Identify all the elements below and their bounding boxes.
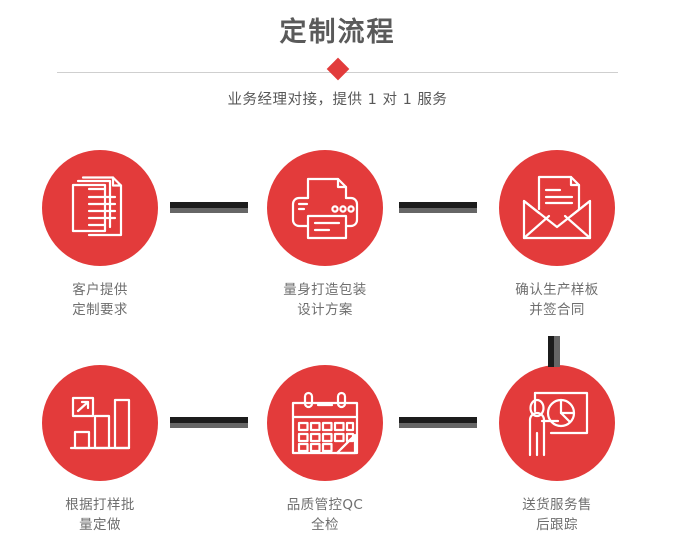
flow-step-5[interactable]: 品质管控QC 全检 bbox=[235, 365, 415, 535]
flow-step-4[interactable]: 根据打样批 量定做 bbox=[10, 365, 190, 535]
step-6-circle[interactable] bbox=[499, 365, 615, 481]
connector-bar-gray bbox=[170, 208, 248, 213]
connector-bar-gray bbox=[399, 423, 477, 428]
process-flow-diagram: 客户提供 定制要求 量身 bbox=[0, 130, 675, 550]
step-2-label: 量身打造包装 设计方案 bbox=[283, 282, 367, 318]
header-section: 定制流程 业务经理对接，提供 1 对 1 服务 bbox=[0, 0, 675, 130]
documents-stack-icon bbox=[71, 176, 123, 237]
connector-bar-gray bbox=[399, 208, 477, 213]
connector-step5-step6 bbox=[399, 417, 477, 428]
flow-step-3[interactable]: 确认生产样板 并签合同 bbox=[467, 150, 647, 320]
page-subtitle: 业务经理对接，提供 1 对 1 服务 bbox=[227, 92, 448, 108]
connector-step4-step5 bbox=[170, 417, 248, 428]
connector-bar-dark bbox=[399, 202, 477, 208]
connector-step1-step2 bbox=[170, 202, 248, 213]
flow-step-1[interactable]: 客户提供 定制要求 bbox=[10, 150, 190, 320]
step-5-circle[interactable] bbox=[267, 365, 383, 481]
bar-chart-growth-icon bbox=[69, 396, 131, 450]
printer-icon bbox=[291, 177, 359, 240]
connector-bar-gray bbox=[170, 423, 248, 428]
step-4-label: 根据打样批 量定做 bbox=[65, 497, 135, 533]
calendar-icon bbox=[291, 391, 359, 455]
flow-step-2[interactable]: 量身打造包装 设计方案 bbox=[235, 150, 415, 320]
flow-step-6[interactable]: 送货服务售 后跟踪 bbox=[467, 365, 647, 535]
connector-bar-dark bbox=[170, 417, 248, 423]
step-4-circle[interactable] bbox=[42, 365, 158, 481]
step-3-label: 确认生产样板 并签合同 bbox=[515, 282, 599, 318]
step-1-label: 客户提供 定制要求 bbox=[72, 282, 128, 318]
connector-bar-dark bbox=[170, 202, 248, 208]
step-5-label: 品质管控QC 全检 bbox=[286, 497, 364, 533]
envelope-letter-icon bbox=[522, 175, 592, 240]
connector-step2-step3 bbox=[399, 202, 477, 213]
connector-bar-dark bbox=[399, 417, 477, 423]
connector-bar-gray bbox=[554, 336, 560, 367]
step-3-circle[interactable] bbox=[499, 150, 615, 266]
connector-bar-dark bbox=[548, 336, 554, 367]
step-6-label: 送货服务售 后跟踪 bbox=[522, 497, 592, 533]
presentation-person-pie-chart-icon bbox=[528, 391, 589, 457]
page-title: 定制流程 bbox=[279, 17, 396, 48]
connector-step3-step6 bbox=[548, 336, 560, 367]
diamond-accent-icon bbox=[326, 57, 350, 81]
step-2-circle[interactable] bbox=[267, 150, 383, 266]
step-1-circle[interactable] bbox=[42, 150, 158, 266]
